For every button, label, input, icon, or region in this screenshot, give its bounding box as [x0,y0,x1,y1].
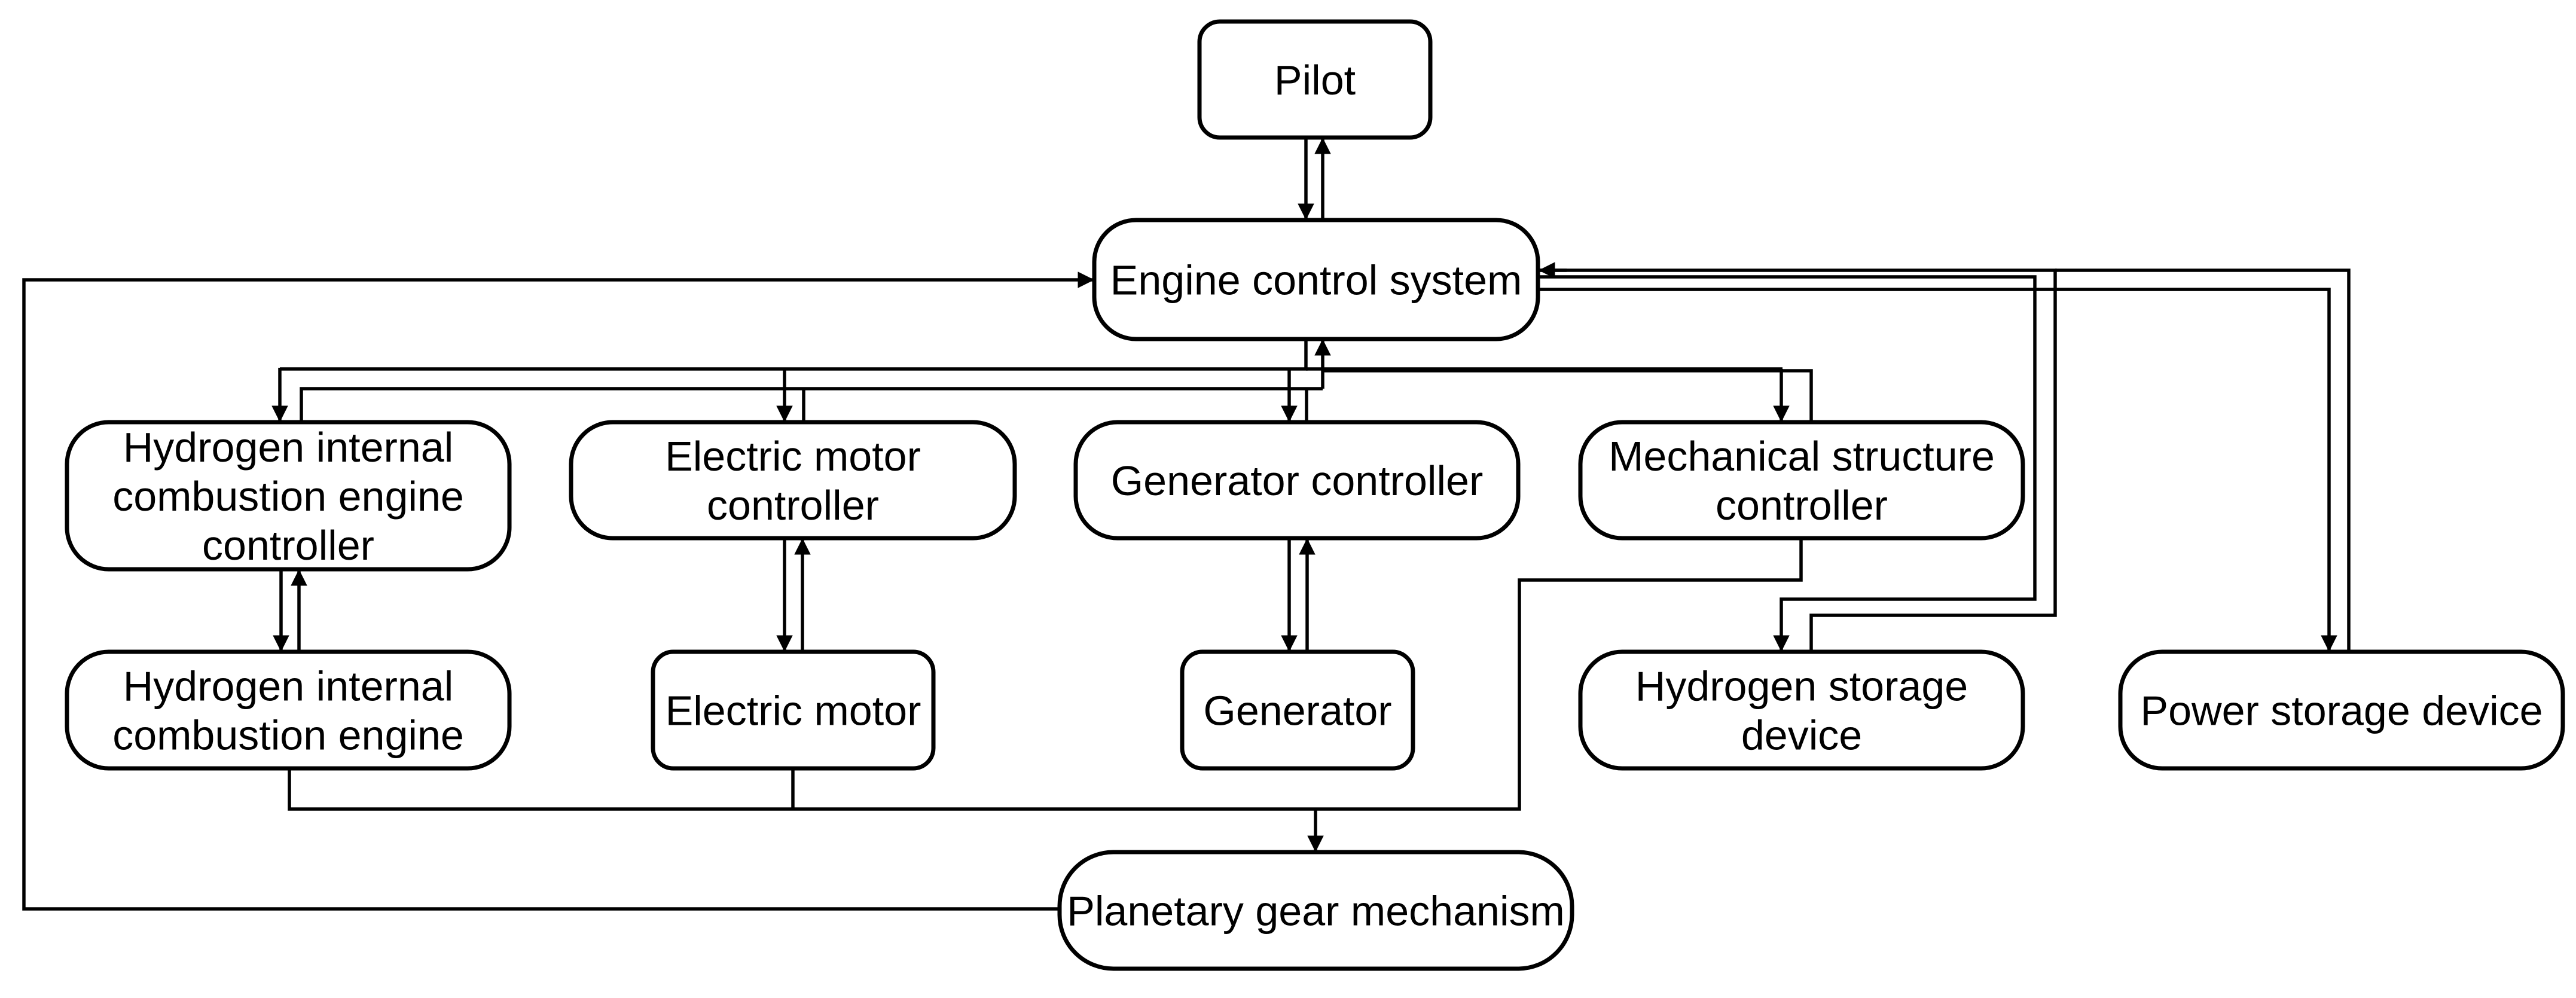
planetary-gear-mechanism-node: Planetary gear mechanism [1057,850,1574,971]
mechanical-structure-controller-node-label-line: Mechanical structure [1609,433,1995,480]
hydrogen-storage-device-node-box [1578,649,2025,771]
generator-controller-node: Generator controller [1073,420,1521,541]
line-mech-controller-to-planetary [1316,538,1803,811]
pilot-node-box [1197,19,1433,140]
hydrogen-storage-device-node-label-line: Hydrogen storage [1635,663,1968,710]
arrow-ecs-to-h2-storage [1539,275,2037,652]
generator-node-box [1180,649,1415,771]
power-storage-device-node-box [2118,649,2565,771]
arrow-h2-storage-to-ecs [1539,268,2057,652]
hydrogen-engine-node-box [65,649,512,771]
hydrogen-engine-node-label-line: combustion engine [112,712,464,759]
electric-motor-node: Electric motor [651,649,936,771]
hydrogen-engine-node-label-line: Hydrogen internal [123,663,454,710]
electric-motor-controller-node-label-line: controller [707,482,879,529]
generator-node-label-line: Generator [1203,688,1391,734]
hydrogen-storage-device-node-label-line: device [1741,712,1862,759]
line-mech-controller-feedback [1323,369,1813,422]
hydrogen-engine-controller-node-box [65,420,512,572]
planetary-gear-mechanism-node-label-line: Planetary gear mechanism [1067,888,1565,935]
planetary-gear-mechanism-node-box [1057,850,1574,971]
line-hice-to-planetary [288,768,1316,811]
hydrogen-engine-controller-node-label-line: controller [202,522,374,569]
arrow-power-storage-to-ecs [2055,268,2351,652]
engine-control-system-node: Engine control system [1092,218,1540,341]
hydrogen-engine-controller-node-label-line: combustion engine [112,473,464,520]
arrow-planetary-to-ecs [22,271,1094,911]
generator-node: Generator [1180,649,1415,771]
generator-controller-node-label-line: Generator controller [1111,457,1484,504]
engine-control-system-node-box [1092,218,1540,341]
connector-lines [22,138,2351,911]
pilot-node-label-line: Pilot [1274,57,1356,103]
pilot-node: Pilot [1197,19,1433,140]
electric-motor-controller-node-label-line: Electric motor [665,433,921,480]
electric-motor-node-label-line: Electric motor [666,688,921,734]
mechanical-structure-controller-node-box [1578,420,2025,541]
arrow-ecs-to-power-storage [1539,288,2337,652]
bus-ecs-to-controllers [280,339,1308,371]
mechanical-structure-controller-node-label-line: controller [1716,482,1888,529]
electric-motor-controller-node-box [569,420,1017,541]
electric-motor-node-box [651,649,936,771]
bus-controllers-to-ecs [300,387,1323,422]
hydrogen-engine-controller-node-label-line: Hydrogen internal [123,424,454,471]
generator-controller-node-box [1073,420,1521,541]
power-storage-device-node: Power storage device [2118,649,2565,771]
engine-control-system-node-label-line: Engine control system [1110,257,1522,304]
power-storage-device-node-label-line: Power storage device [2140,688,2543,734]
